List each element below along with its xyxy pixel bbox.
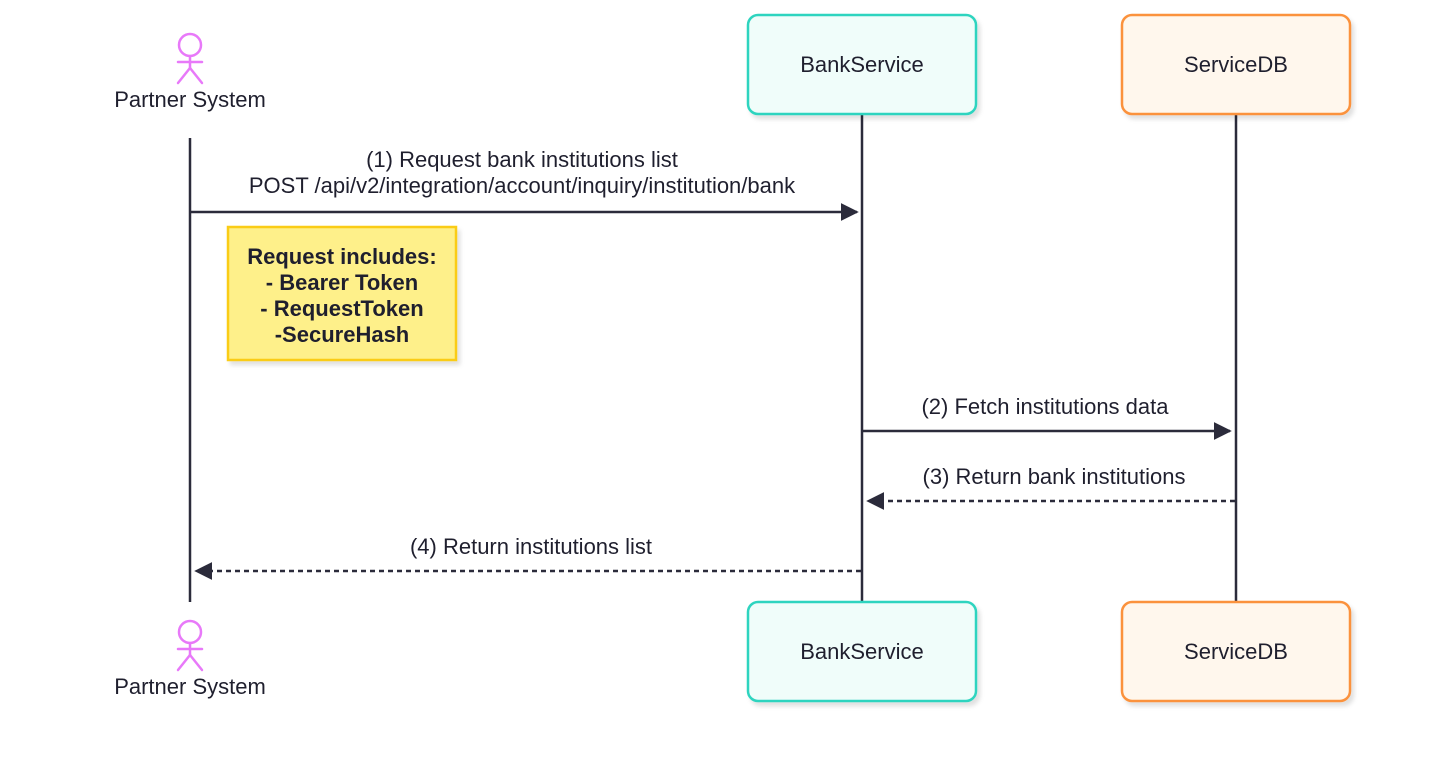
participant-box bbox=[746, 13, 978, 116]
participant-box bbox=[1120, 13, 1352, 116]
participant-label: BankService bbox=[800, 52, 924, 77]
participant-box bbox=[1120, 600, 1352, 703]
message-label: (3) Return bank institutions bbox=[923, 464, 1186, 489]
actor-label: Partner System bbox=[114, 674, 266, 699]
message-4[interactable]: (4) Return institutions list bbox=[194, 534, 861, 580]
message-label: (4) Return institutions list bbox=[410, 534, 652, 559]
participant-servicedb-top[interactable]: ServiceDB bbox=[1120, 13, 1352, 116]
note-request-includes[interactable]: Request includes: - Bearer Token - Reque… bbox=[226, 225, 458, 362]
actor-partner-system-top[interactable]: Partner System bbox=[114, 32, 266, 112]
actor-partner-system-bottom[interactable]: Partner System bbox=[114, 619, 266, 699]
message-1[interactable]: (1) Request bank institutions list POST … bbox=[191, 147, 859, 221]
note-box bbox=[226, 225, 458, 362]
participant-servicedb-bottom[interactable]: ServiceDB bbox=[1120, 600, 1352, 703]
participant-bankservice-bottom[interactable]: BankService bbox=[746, 600, 978, 703]
actor-icon bbox=[176, 32, 204, 85]
note-line: -SecureHash bbox=[275, 322, 410, 347]
note-line: Request includes: bbox=[247, 244, 436, 269]
participant-bankservice-top[interactable]: BankService bbox=[746, 13, 978, 116]
actor-icon bbox=[176, 619, 204, 672]
participant-label: BankService bbox=[800, 639, 924, 664]
note-line: - RequestToken bbox=[260, 296, 423, 321]
participant-box bbox=[746, 600, 978, 703]
message-label: (2) Fetch institutions data bbox=[921, 394, 1169, 419]
participant-label: ServiceDB bbox=[1184, 52, 1288, 77]
message-3[interactable]: (3) Return bank institutions bbox=[866, 464, 1235, 510]
message-2[interactable]: (2) Fetch institutions data bbox=[863, 394, 1232, 440]
message-label: (1) Request bank institutions list bbox=[366, 147, 678, 172]
note-line: - Bearer Token bbox=[266, 270, 418, 295]
message-endpoint: POST /api/v2/integration/account/inquiry… bbox=[249, 173, 796, 198]
actor-label: Partner System bbox=[114, 87, 266, 112]
participant-label: ServiceDB bbox=[1184, 639, 1288, 664]
